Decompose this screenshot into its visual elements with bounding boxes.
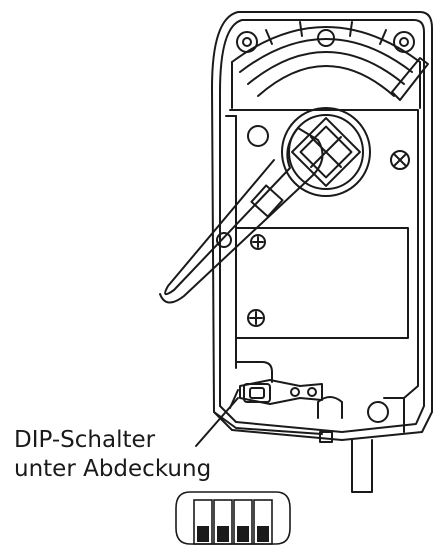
dip-switch-toggle (217, 526, 229, 542)
actuator-housing (211, 11, 433, 441)
dip-switch-slot (253, 499, 273, 545)
crank-handle (159, 127, 324, 304)
housing-inner-edge (219, 19, 425, 433)
dip-switch-cover (229, 379, 323, 409)
screw-right (390, 150, 410, 170)
limit-lever (391, 57, 429, 101)
screw-middle-lower (247, 309, 265, 327)
callout-leader (195, 397, 239, 447)
top-gear-segment (231, 21, 421, 109)
dip-switch-toggle (197, 526, 209, 542)
dip-switch-slot (213, 499, 233, 545)
dip-switch-detail (175, 491, 291, 545)
lower-cover-plate (235, 227, 409, 339)
cable (351, 439, 373, 493)
dip-switch-frame (175, 491, 291, 545)
housing-lower-contour (235, 361, 273, 383)
dip-switch-slot (233, 499, 253, 545)
cover-panel (229, 109, 419, 399)
cable-entry-bracket (317, 396, 343, 419)
callout-label-line1: DIP-Schalter (14, 427, 156, 453)
screw-middle-upper (250, 234, 266, 250)
shaft-clamp (281, 107, 371, 197)
dip-switch-toggle (237, 526, 249, 542)
mounting-hole-top-left (247, 125, 269, 147)
dip-switch-slot (193, 499, 213, 545)
dip-switches (193, 499, 273, 545)
callout-label-line2: unter Abdeckung (14, 456, 211, 482)
mounting-hole-bottom-right (367, 401, 389, 423)
dip-switch-toggle (257, 526, 269, 542)
bottom-tab (319, 431, 333, 443)
